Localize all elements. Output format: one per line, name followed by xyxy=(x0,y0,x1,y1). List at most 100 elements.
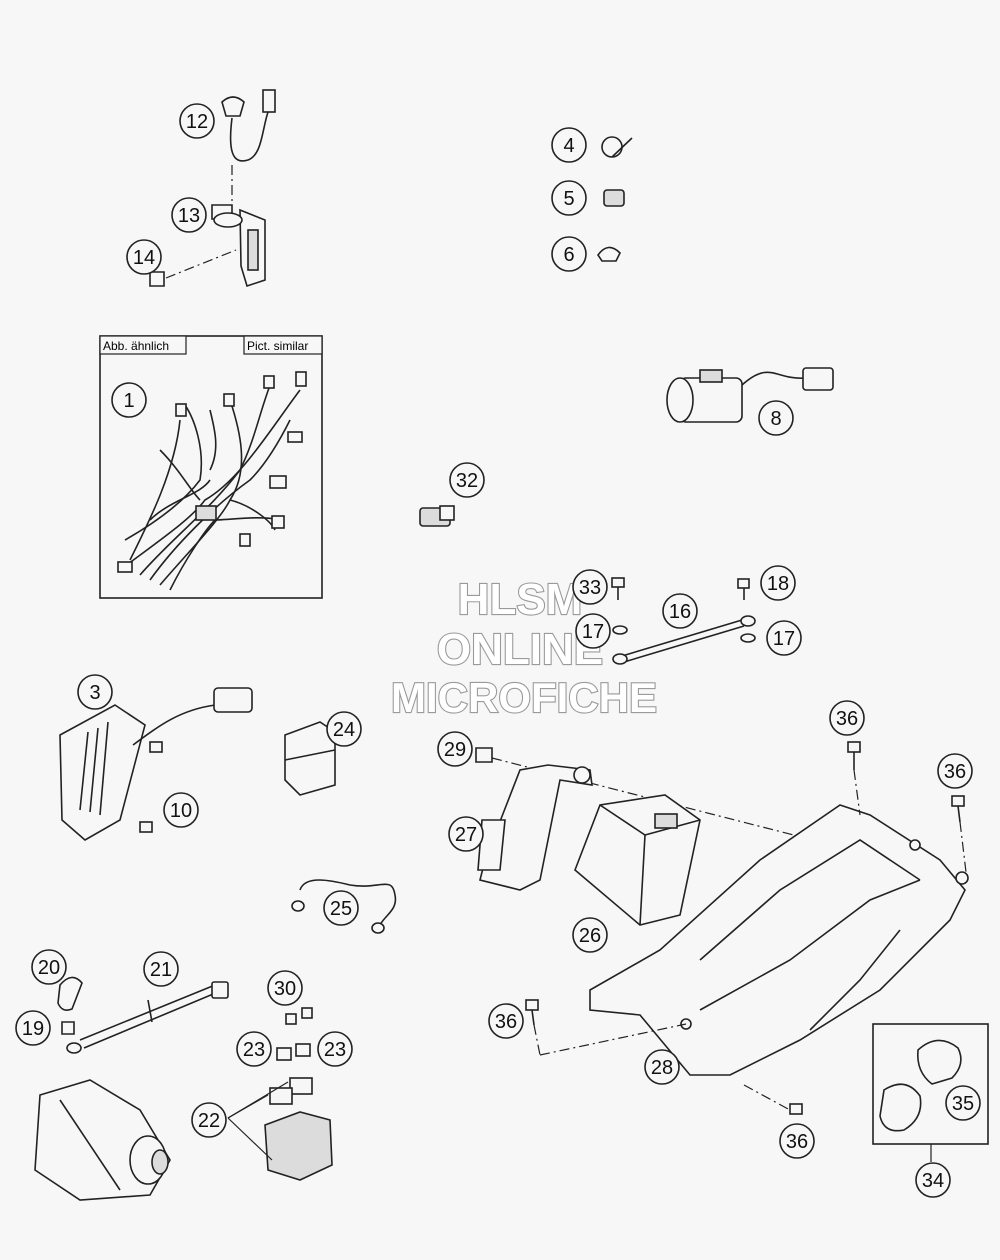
callout-29: 29 xyxy=(437,731,473,767)
callout-17-right-label: 17 xyxy=(773,628,795,650)
callout-12: 12 xyxy=(179,103,215,139)
part-33-screw xyxy=(611,577,625,600)
part-36-screw-bottom xyxy=(743,1084,803,1115)
callout-27-label: 27 xyxy=(455,824,477,846)
callout-17-left: 17 xyxy=(575,613,611,649)
callout-36-left: 36 xyxy=(488,1003,524,1039)
callout-10-label: 10 xyxy=(170,800,192,822)
callout-32-label: 32 xyxy=(456,470,478,492)
part-1-wiring-harness xyxy=(117,371,307,591)
part-10-screw-a xyxy=(149,741,163,753)
part-17-washer-left xyxy=(612,625,628,635)
callout-26-label: 26 xyxy=(579,925,601,947)
part-24-rubber-holder xyxy=(284,721,336,796)
callout-36-top-label: 36 xyxy=(836,708,858,730)
callout-16: 16 xyxy=(662,593,698,629)
callout-3-label: 3 xyxy=(89,682,100,704)
callout-5: 5 xyxy=(551,180,587,216)
callout-30: 30 xyxy=(267,970,303,1006)
part-13-bracket xyxy=(211,204,266,288)
callout-14-label: 14 xyxy=(133,247,155,269)
part-27-battery-bracket xyxy=(477,764,593,891)
callout-20: 20 xyxy=(31,949,67,985)
callout-19: 19 xyxy=(15,1010,51,1046)
callout-5-label: 5 xyxy=(563,188,574,210)
part-36-screw-top xyxy=(847,741,861,816)
callout-17-right: 17 xyxy=(766,620,802,656)
inset-label-english: Pict. similar xyxy=(247,339,308,353)
part-23-fuses xyxy=(276,1043,311,1061)
callout-12-label: 12 xyxy=(186,111,208,133)
part-14-screw xyxy=(149,249,237,287)
callout-3: 3 xyxy=(77,674,113,710)
part-12-cable-switch xyxy=(221,89,276,205)
watermark-line-1: HLSM xyxy=(458,575,583,624)
part-5-clip xyxy=(603,189,625,207)
callout-35: 35 xyxy=(945,1085,981,1121)
callout-20-label: 20 xyxy=(38,957,60,979)
callout-23-left-label: 23 xyxy=(243,1039,265,1061)
callout-13: 13 xyxy=(171,197,207,233)
callout-28-label: 28 xyxy=(651,1057,673,1079)
callout-8-label: 8 xyxy=(770,408,781,430)
part-26-battery xyxy=(574,794,701,926)
callout-4: 4 xyxy=(551,127,587,163)
callout-26: 26 xyxy=(572,917,608,953)
callout-34-label: 34 xyxy=(922,1170,944,1192)
part-18-screw xyxy=(737,578,750,600)
callouts: 1 3 4 5 6 8 10 12 13 14 16 17 17 18 19 2… xyxy=(15,103,981,1198)
part-30-nut xyxy=(285,1007,313,1025)
part-4-cable-tie xyxy=(601,136,633,158)
callout-4-label: 4 xyxy=(563,135,574,157)
callout-8: 8 xyxy=(758,400,794,436)
callout-36-left-label: 36 xyxy=(495,1011,517,1033)
callout-23-left: 23 xyxy=(236,1031,272,1067)
part-16-ground-cable xyxy=(612,615,756,665)
callout-29-label: 29 xyxy=(444,739,466,761)
callout-36-right-label: 36 xyxy=(944,761,966,783)
callout-17-left-label: 17 xyxy=(582,621,604,643)
callout-35-label: 35 xyxy=(952,1093,974,1115)
callout-36-right: 36 xyxy=(937,753,973,789)
callout-16-label: 16 xyxy=(669,601,691,623)
callout-23-right: 23 xyxy=(317,1031,353,1067)
callout-33: 33 xyxy=(572,569,608,605)
callout-22-label: 22 xyxy=(198,1110,220,1132)
callout-36-top: 36 xyxy=(829,700,865,736)
callout-6: 6 xyxy=(551,236,587,272)
callout-18-label: 18 xyxy=(767,573,789,595)
callout-36-bottom: 36 xyxy=(779,1123,815,1159)
callout-25-label: 25 xyxy=(330,898,352,920)
callout-33-label: 33 xyxy=(579,577,601,599)
inset-label-german: Abb. ähnlich xyxy=(103,339,169,353)
callout-28: 28 xyxy=(644,1049,680,1085)
callout-24-label: 24 xyxy=(333,719,355,741)
part-19-nut xyxy=(61,1021,75,1035)
callout-32: 32 xyxy=(449,462,485,498)
callout-36-bottom-label: 36 xyxy=(786,1131,808,1153)
part-20-cap xyxy=(57,976,83,1011)
callout-13-label: 13 xyxy=(178,205,200,227)
callout-23-right-label: 23 xyxy=(324,1039,346,1061)
callout-30-label: 30 xyxy=(274,978,296,1000)
watermark-line-3: MICROFICHE xyxy=(391,674,657,721)
callout-10: 10 xyxy=(163,792,199,828)
part-28-battery-holder xyxy=(589,804,969,1076)
callout-19-label: 19 xyxy=(22,1018,44,1040)
part-36-screw-left xyxy=(525,999,687,1056)
callout-27: 27 xyxy=(448,816,484,852)
callout-1: 1 xyxy=(111,382,147,418)
part-25-cable xyxy=(291,879,397,934)
part-32-connector xyxy=(419,505,455,527)
callout-25: 25 xyxy=(323,890,359,926)
callout-34: 34 xyxy=(915,1162,951,1198)
starter-motor xyxy=(34,1079,171,1201)
callout-1-label: 1 xyxy=(123,390,134,412)
part-6-clip xyxy=(597,246,621,262)
callout-22: 22 xyxy=(191,1102,227,1138)
callout-14: 14 xyxy=(126,239,162,275)
callout-6-label: 6 xyxy=(563,244,574,266)
part-3-voltage-regulator xyxy=(59,687,253,841)
part-8-capacitor xyxy=(666,367,834,423)
